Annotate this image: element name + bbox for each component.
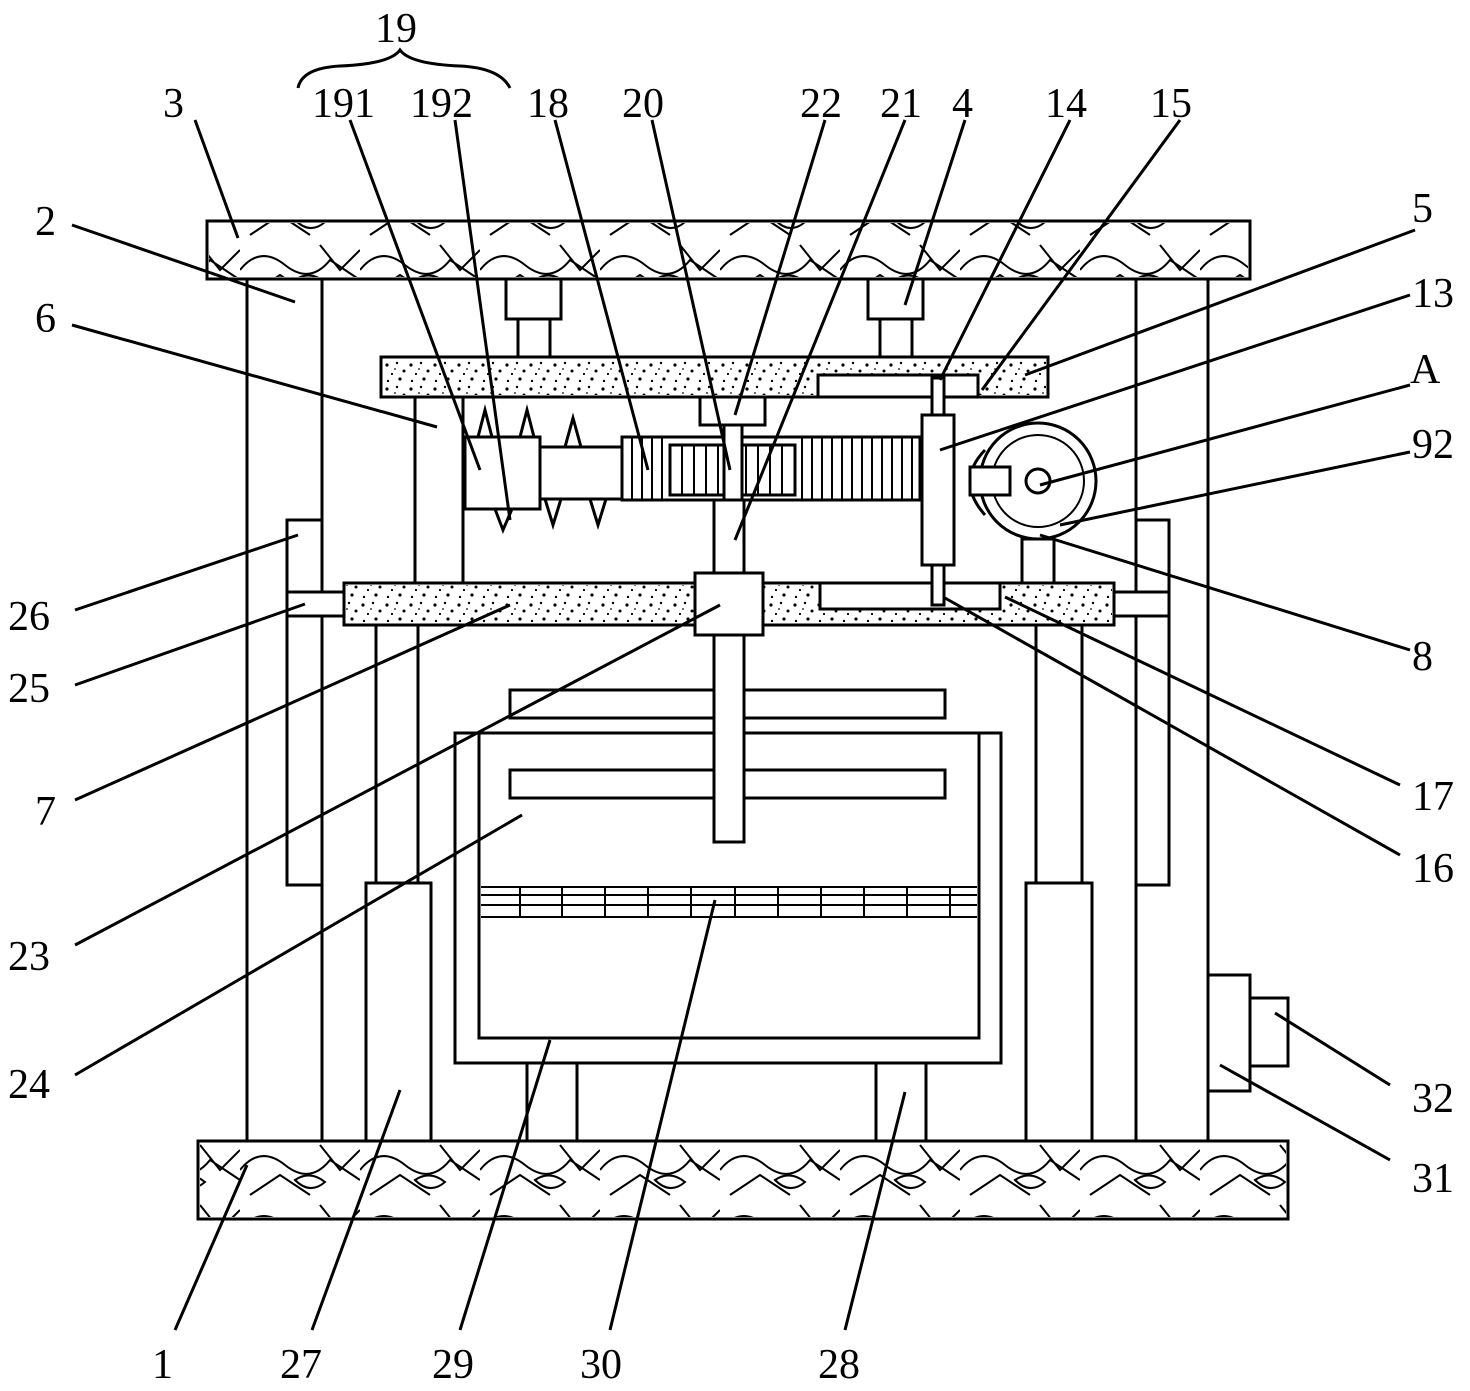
screw-shaft-192 [538,445,624,501]
label-7: 7 [35,789,56,835]
label-30: 30 [580,1342,622,1388]
left-cylinder [364,881,433,1143]
label-4: 4 [952,81,973,127]
lower-slot [818,581,1002,611]
label-8: 8 [1412,634,1433,680]
base-plate-hatch [200,1143,1286,1217]
cam-stand [1020,537,1056,585]
right-bracket [1134,518,1171,887]
brace-19 [296,47,512,89]
right-cylinder-rod [1034,623,1084,885]
bearing-block [693,571,765,637]
label-26: 26 [8,594,50,640]
label-17: 17 [1412,774,1454,820]
slider-rod-bottom [930,563,946,607]
label-6: 6 [35,296,56,342]
top-plate-hatch [209,223,1248,277]
label-25: 25 [8,666,50,712]
cam-pin [968,465,1012,497]
motor-22 [698,395,767,427]
right-rod-upper [866,277,925,321]
label-92: 92 [1412,422,1454,468]
label-19: 19 [375,6,417,52]
shaft-upper [712,498,746,577]
label-28: 28 [818,1342,860,1388]
left-leg [525,1061,579,1143]
label-13: 13 [1412,271,1454,317]
gear-teeth [681,445,783,495]
screen-mesh [481,886,977,918]
screw-blades [476,404,608,534]
label-191: 191 [312,81,375,127]
label-32: 32 [1412,1076,1454,1122]
label-3: 3 [163,81,184,127]
left-rod-lower [516,317,552,359]
label-23: 23 [8,934,50,980]
label-14: 14 [1045,81,1087,127]
slider-rod-top [930,376,946,417]
right-connector [1112,590,1171,618]
label-22: 22 [800,81,842,127]
label-24: 24 [8,1062,50,1108]
label-21: 21 [880,81,922,127]
label-2: 2 [35,199,56,245]
label-5: 5 [1412,186,1433,232]
leader-lines [71,119,1416,1331]
stir-shaft [712,606,746,844]
motor-knob-32 [1248,996,1290,1068]
label-192: 192 [410,81,473,127]
label-16: 16 [1412,846,1454,892]
left-rod-upper [504,277,563,321]
rack-teeth [631,437,913,500]
label-15: 15 [1150,81,1192,127]
label-A: A [1410,347,1441,393]
upper-slot [816,373,980,399]
right-rod-lower [878,317,914,359]
left-connector [285,590,346,618]
label-29: 29 [432,1342,474,1388]
right-cylinder [1024,881,1094,1143]
cam-center [1024,467,1052,495]
support-post [413,395,465,585]
label-18: 18 [527,81,569,127]
motor-box-31 [1206,973,1252,1093]
slider-block [920,413,956,567]
label-20: 20 [622,81,664,127]
label-1: 1 [152,1342,173,1388]
label-27: 27 [280,1342,322,1388]
label-31: 31 [1412,1156,1454,1202]
